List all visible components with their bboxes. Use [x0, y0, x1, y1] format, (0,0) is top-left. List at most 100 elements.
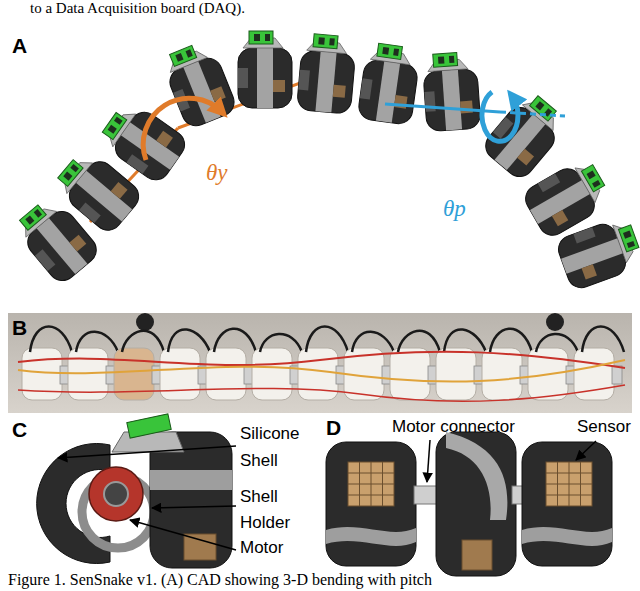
module-shell: [296, 50, 355, 114]
ribbon-cable: [30, 327, 72, 353]
wire: [18, 360, 625, 382]
chip: [70, 164, 79, 172]
module-inner: [79, 203, 101, 224]
module-band: [376, 61, 400, 123]
robot-module: [482, 348, 522, 400]
sensor-patch: [552, 210, 568, 226]
pcb: [170, 45, 197, 66]
module-inner: [298, 70, 310, 91]
snake-module: [11, 193, 102, 287]
panel-a-cad: [11, 31, 640, 292]
motor-disc: [89, 467, 143, 521]
sensor-patch: [273, 80, 285, 92]
floor: [8, 313, 632, 413]
ribbon-cable: [352, 332, 394, 352]
pcb: [313, 34, 338, 49]
part-label: Silicone Shell: [240, 420, 316, 474]
module-inner: [35, 249, 56, 271]
chip: [627, 241, 635, 248]
ribbon-cable: [76, 332, 118, 352]
chair-wheel: [136, 313, 154, 331]
chip: [382, 47, 389, 55]
ribbon-cable: [444, 329, 486, 352]
chip: [449, 56, 454, 63]
leader-line: [130, 520, 236, 550]
chip: [393, 48, 399, 56]
sensor-patch: [333, 85, 346, 98]
pcb: [20, 205, 47, 230]
angle-symbol: θy: [206, 160, 228, 186]
panel-letter: B: [12, 316, 27, 340]
chip: [254, 34, 260, 41]
chip: [535, 101, 544, 110]
body-text: to a Data Acquisition board (DAQ).: [30, 0, 245, 17]
module-shell: [238, 48, 292, 108]
snake-module: [159, 38, 238, 130]
robot-module: [390, 348, 430, 400]
module-inner: [238, 68, 248, 88]
wire: [18, 352, 625, 368]
part-label: Motor connector: [392, 417, 515, 437]
snake-module: [238, 31, 292, 108]
module-inner: [573, 227, 595, 243]
module-inner: [538, 174, 560, 193]
snake-module: [357, 42, 421, 126]
ribbon-cable: [260, 334, 302, 352]
module-band: [150, 470, 232, 490]
chip: [25, 216, 34, 225]
snake-module: [296, 33, 357, 114]
chip: [592, 180, 601, 188]
sensor-grid: [546, 484, 592, 485]
leader-line: [576, 441, 596, 460]
module-shell: [436, 432, 516, 576]
module-shell: [357, 59, 419, 126]
robot-module: [252, 348, 292, 400]
sensor-patch: [210, 86, 226, 102]
module-band: [522, 527, 612, 546]
module-shell: [522, 442, 612, 566]
robot-module: [206, 348, 246, 400]
bracket: [19, 204, 56, 237]
sensor-patch: [184, 534, 216, 560]
pcb: [58, 160, 83, 187]
motor-hub: [104, 482, 128, 506]
module-band: [257, 48, 273, 108]
chip: [108, 125, 117, 134]
chip: [63, 172, 72, 181]
sensor-patch: [546, 462, 592, 506]
pcb: [127, 414, 171, 438]
sensor-patch: [348, 462, 394, 506]
chip: [114, 117, 123, 125]
sensor-grid: [348, 484, 394, 485]
module-band: [315, 51, 336, 112]
part-label: Shell Holder: [240, 484, 316, 535]
leader-line: [427, 440, 430, 482]
chip: [587, 170, 596, 179]
robot-module: [436, 348, 476, 400]
pcb: [377, 43, 403, 59]
ribbon-cable: [582, 327, 624, 353]
snake-module: [422, 51, 481, 132]
sensor-grid: [580, 462, 581, 506]
snake-module: [555, 215, 640, 292]
module-shell: [64, 156, 145, 236]
panel-letter: A: [12, 34, 27, 58]
module-inner: [360, 78, 373, 99]
pcb: [530, 96, 557, 121]
pitch-line: [500, 112, 565, 116]
motor-bracket: [612, 366, 622, 384]
panel-d-assembled: [326, 432, 612, 576]
module-band: [446, 432, 507, 520]
robot-module: [160, 348, 200, 400]
panel-c-exploded: [37, 414, 236, 568]
ribbon-cable: [306, 327, 348, 353]
robot-module: [298, 348, 338, 400]
sensor-patch: [462, 540, 492, 570]
ribbon-cable: [168, 329, 210, 352]
chip: [186, 49, 193, 57]
angle-symbol: θp: [443, 196, 466, 222]
chip: [318, 37, 325, 44]
sensor-grid: [382, 462, 383, 506]
sensor-grid: [546, 495, 592, 496]
